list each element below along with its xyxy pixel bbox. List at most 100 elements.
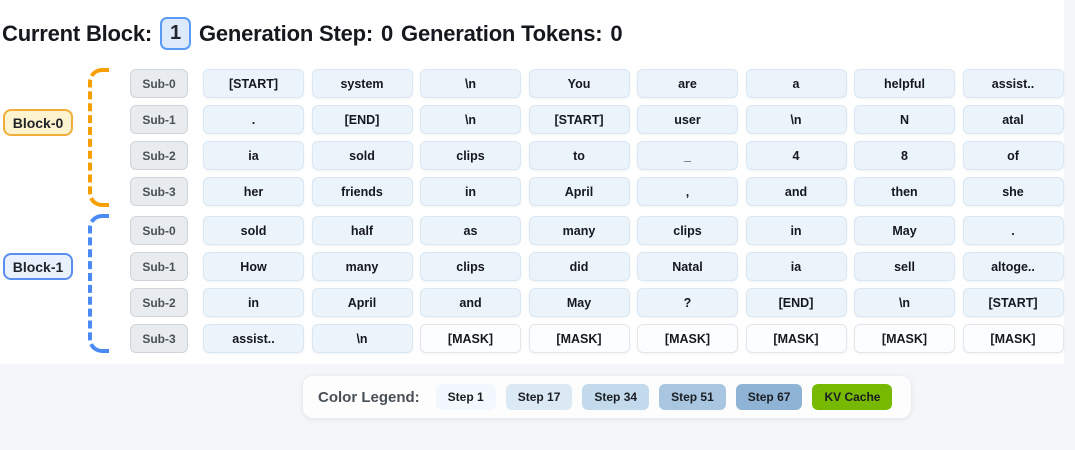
masked-token-cell: [MASK] xyxy=(420,324,521,353)
token-cell: April xyxy=(528,177,630,206)
token-cell: ? xyxy=(637,288,738,317)
legend-chip-step-67: Step 67 xyxy=(735,384,803,410)
token-cell: ia xyxy=(203,141,304,170)
token-cell: [START] xyxy=(962,288,1064,317)
token-cell: \n xyxy=(420,69,521,98)
token-cell: \n xyxy=(420,105,521,134)
token-cell: clips xyxy=(420,252,521,281)
token-cell: April xyxy=(311,288,413,317)
generation-tokens-label: Generation Tokens: xyxy=(401,20,603,46)
status-header: Current Block: 1 Generation Step: 0 Gene… xyxy=(2,17,623,50)
token-cell: she xyxy=(962,177,1064,206)
token-cell: are xyxy=(637,69,738,98)
legend-chip-kv-cache: KV Cache xyxy=(812,384,893,410)
token-cell: system xyxy=(311,69,413,98)
block-0-label: Block-0 xyxy=(3,109,73,136)
sub-row-label: Sub-0 xyxy=(130,216,188,245)
token-cell: of xyxy=(962,141,1064,170)
masked-token-cell: [MASK] xyxy=(854,324,955,353)
sub-row-label: Sub-1 xyxy=(130,252,188,281)
sub-row-label: Sub-3 xyxy=(130,324,188,353)
token-cell: \n xyxy=(854,288,955,317)
token-cell: \n xyxy=(745,105,847,134)
token-cell: did xyxy=(528,252,630,281)
main-panel: Current Block: 1 Generation Step: 0 Gene… xyxy=(0,0,1064,364)
token-cell: and xyxy=(745,177,847,206)
token-cell: sold xyxy=(311,141,413,170)
block-0-bracket xyxy=(88,68,109,207)
masked-token-cell: [MASK] xyxy=(962,324,1064,353)
token-cell: N xyxy=(854,105,955,134)
token-cell: clips xyxy=(637,216,738,245)
sub-row-label: Sub-2 xyxy=(130,288,188,317)
token-cell: then xyxy=(854,177,955,206)
token-cell: sold xyxy=(203,216,304,245)
generation-tokens-value: 0 xyxy=(610,20,623,46)
token-cell: half xyxy=(311,216,413,245)
token-cell: a xyxy=(745,69,847,98)
token-cell: and xyxy=(420,288,521,317)
generation-step-label: Generation Step: xyxy=(198,20,373,46)
token-cell: May xyxy=(528,288,630,317)
legend-chip-step-17: Step 17 xyxy=(505,384,573,410)
token-cell: friends xyxy=(311,177,413,206)
token-cell: _ xyxy=(637,141,738,170)
token-cell: assist.. xyxy=(203,324,304,353)
legend-chip-step-34: Step 34 xyxy=(582,384,650,410)
token-cell: in xyxy=(420,177,521,206)
legend-chip-step-1: Step 1 xyxy=(435,384,496,410)
token-cell: clips xyxy=(420,141,521,170)
token-cell: , xyxy=(637,177,738,206)
token-cell: You xyxy=(528,69,630,98)
token-cell: [END] xyxy=(311,105,413,134)
token-cell: How xyxy=(203,252,304,281)
token-cell: altoge.. xyxy=(962,252,1064,281)
token-cell: May xyxy=(854,216,955,245)
token-cell: ia xyxy=(745,252,847,281)
token-cell: helpful xyxy=(854,69,955,98)
token-cell: in xyxy=(745,216,847,245)
masked-token-cell: [MASK] xyxy=(745,324,847,353)
token-cell: many xyxy=(311,252,413,281)
token-cell: 4 xyxy=(745,141,847,170)
sub-row-label: Sub-1 xyxy=(130,105,188,134)
token-cell: user xyxy=(637,105,738,134)
sub-row-label: Sub-0 xyxy=(130,69,188,98)
sub-row-label: Sub-3 xyxy=(130,177,188,206)
token-cell: sell xyxy=(854,252,955,281)
current-block-value-box: 1 xyxy=(160,17,191,50)
token-cell: in xyxy=(203,288,304,317)
token-cell: . xyxy=(962,216,1064,245)
token-cell: many xyxy=(528,216,630,245)
token-cell: 8 xyxy=(854,141,955,170)
token-cell: Natal xyxy=(637,252,738,281)
token-cell: \n xyxy=(311,324,413,353)
legend-title: Color Legend: xyxy=(318,388,420,406)
token-cell: [END] xyxy=(745,288,847,317)
block-1-label: Block-1 xyxy=(3,253,73,280)
token-cell: as xyxy=(420,216,521,245)
masked-token-cell: [MASK] xyxy=(528,324,630,353)
generation-step-value: 0 xyxy=(380,20,394,46)
current-block-label: Current Block: xyxy=(2,20,152,46)
sub-row-label: Sub-2 xyxy=(130,141,188,170)
token-cell: assist.. xyxy=(962,69,1064,98)
token-cell: [START] xyxy=(203,69,304,98)
token-cell: [START] xyxy=(528,105,630,134)
masked-token-cell: [MASK] xyxy=(637,324,738,353)
token-cell: atal xyxy=(962,105,1064,134)
token-cell: . xyxy=(203,105,304,134)
block-1-bracket xyxy=(88,214,109,353)
token-cell: to xyxy=(528,141,630,170)
